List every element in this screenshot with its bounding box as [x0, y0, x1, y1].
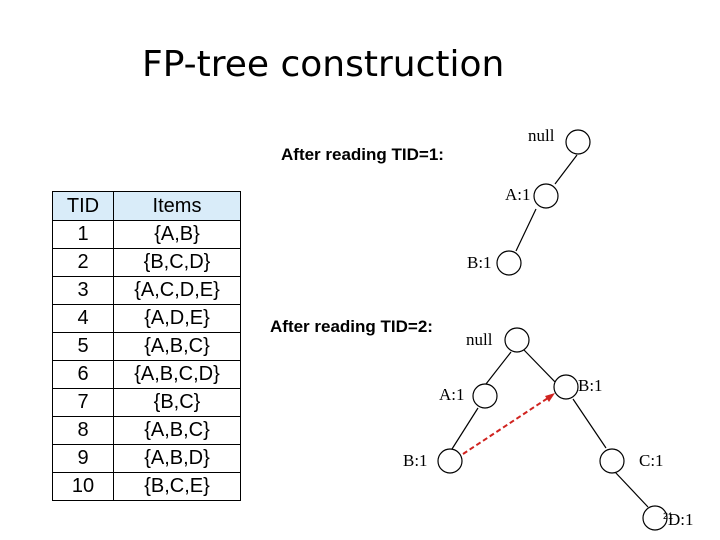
edge-c-d-tree2	[614, 471, 649, 508]
tree2-b-left-node	[437, 448, 463, 474]
items-cell: {A,B,D}	[113, 444, 241, 473]
items-cell: {A,D,E}	[113, 304, 241, 333]
tid-cell: 2	[52, 248, 114, 277]
tree1-a-label: A:1	[505, 185, 531, 204]
table-row: 10{B,C,E}	[52, 472, 241, 501]
edge-null-b-tree2	[523, 349, 559, 386]
tid1-caption: After reading TID=1:	[281, 145, 444, 164]
table-row: 4{A,D,E}	[52, 304, 241, 333]
tree1-null-node	[565, 129, 591, 155]
tree2-null-node	[504, 327, 530, 353]
table-row: 1{A,B}	[52, 220, 241, 249]
tid-cell: 7	[52, 388, 114, 417]
node-link-pointer	[462, 395, 552, 455]
table-row: 7{B,C}	[52, 388, 241, 417]
table-row: 6{A,B,C,D}	[52, 360, 241, 389]
tree2-c-node	[599, 448, 625, 474]
tree2-b-right-label: B:1	[578, 376, 603, 395]
tree1-a-node	[533, 183, 559, 209]
tid-cell: 4	[52, 304, 114, 333]
tree1-b-node	[496, 250, 522, 276]
transaction-table: TID Items 1{A,B} 2{B,C,D} 3{A,C,D,E} 4{A…	[52, 191, 241, 501]
items-cell: {B,C}	[113, 388, 241, 417]
edge-b-c-tree2	[572, 398, 607, 449]
tree2-c-label: C:1	[639, 451, 664, 470]
tree2-b-left-label: B:1	[403, 451, 428, 470]
page-title: FP-tree construction	[142, 44, 505, 85]
table-row: 9{A,B,D}	[52, 444, 241, 473]
items-cell: {B,C,E}	[113, 472, 241, 501]
tid-cell: 10	[52, 472, 114, 501]
tree2-a-node	[472, 383, 498, 409]
tid-cell: 8	[52, 416, 114, 445]
tree1-b-label: B:1	[467, 253, 492, 272]
items-cell: {A,B}	[113, 220, 241, 249]
tid-cell: 5	[52, 332, 114, 361]
tree2-d-label: D:1	[668, 510, 694, 529]
tid2-caption: After reading TID=2:	[270, 317, 433, 336]
tid-cell: 6	[52, 360, 114, 389]
table-header-row: TID Items	[52, 191, 241, 221]
page-number: 21	[663, 511, 674, 521]
edge-null-a-tree1	[554, 154, 578, 185]
items-cell: {B,C,D}	[113, 248, 241, 277]
edge-a-b-tree2	[451, 407, 479, 450]
items-cell: {A,C,D,E}	[113, 276, 241, 305]
edge-null-a-tree2	[485, 351, 512, 385]
tree1-null-label: null	[528, 126, 555, 145]
tree2-d-node	[642, 505, 668, 531]
tree2-null-label: null	[466, 330, 493, 349]
table-row: 3{A,C,D,E}	[52, 276, 241, 305]
tree2-a-label: A:1	[439, 385, 465, 404]
table-row: 2{B,C,D}	[52, 248, 241, 277]
tid-cell: 1	[52, 220, 114, 249]
tid-cell: 9	[52, 444, 114, 473]
node-link-arrowhead	[545, 393, 555, 402]
edge-a-b-tree1	[515, 208, 537, 252]
items-header: Items	[113, 191, 241, 221]
tree2-b-right-node	[553, 374, 579, 400]
